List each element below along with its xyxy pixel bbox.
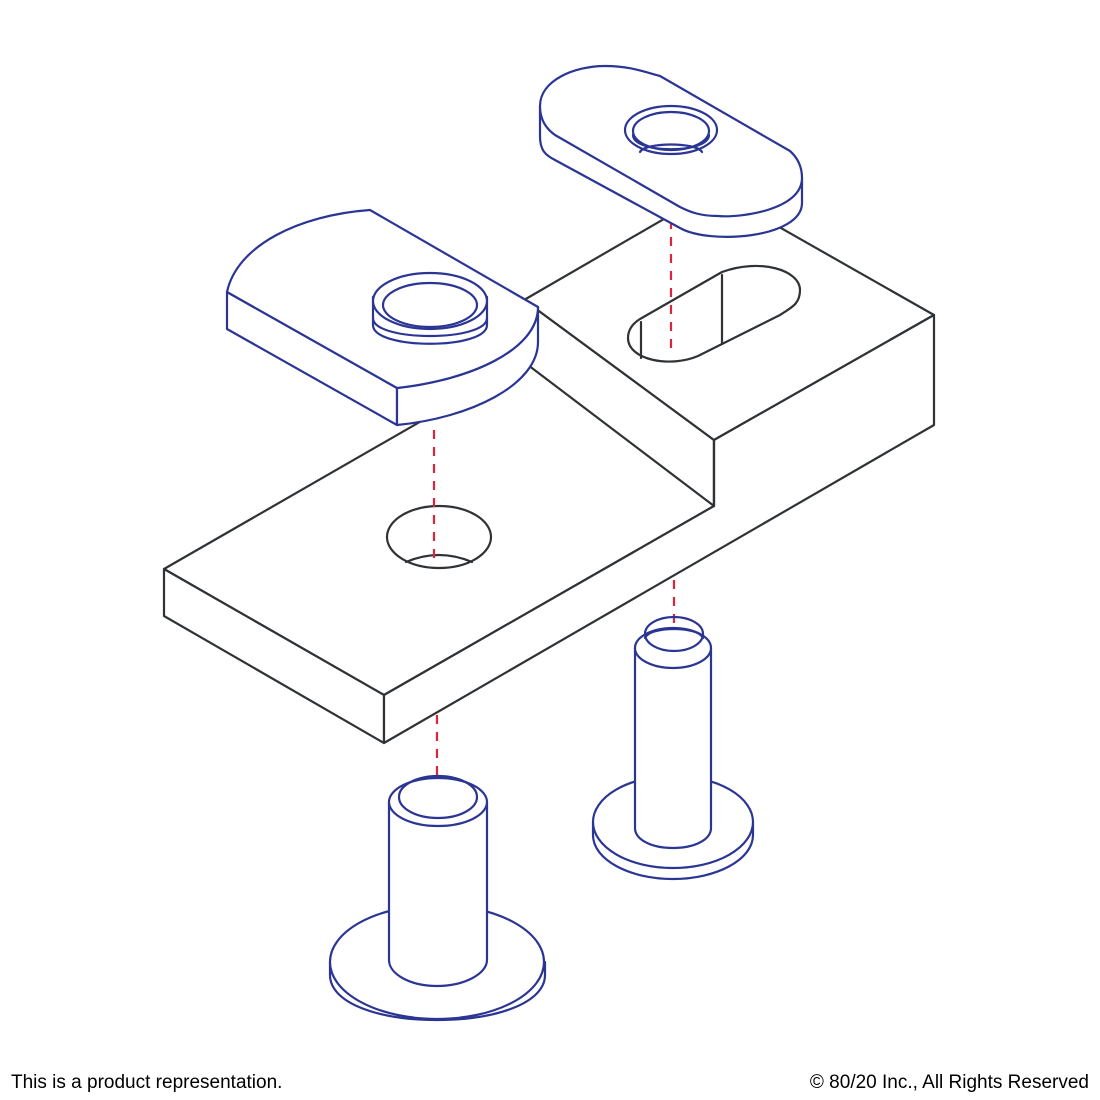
left-pin-top-face	[397, 774, 479, 820]
half-round-nut-boss	[371, 271, 489, 345]
flanged-pin-right	[591, 615, 755, 881]
stepped-base-plate	[162, 188, 936, 745]
right-pin-top-face	[643, 615, 705, 653]
slot-t-nut	[538, 64, 804, 238]
flanged-pin-left	[328, 774, 547, 1022]
copyright-notice: © 80/20 Inc., All Rights Reserved	[809, 1072, 1089, 1093]
slot-nut-boss	[623, 104, 719, 156]
plate-slot-hole	[626, 264, 802, 363]
half-round-t-nut	[225, 208, 540, 427]
product-representation-disclaimer: This is a product representation.	[11, 1072, 283, 1093]
plate-round-hole	[385, 504, 493, 570]
